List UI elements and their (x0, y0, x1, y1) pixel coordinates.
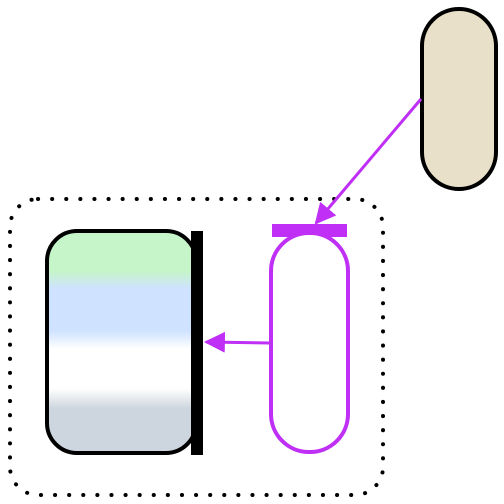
purple-capsule-top-bar (272, 224, 347, 237)
striped-box[interactable] (45, 229, 198, 455)
edge-beige-to-purple (314, 98, 423, 225)
dotted-group (8, 197, 385, 497)
purple-capsule[interactable] (269, 231, 350, 454)
edge-purple-to-striped (203, 331, 271, 353)
beige-capsule[interactable] (420, 7, 498, 191)
striped-box-right-bar (191, 231, 203, 455)
